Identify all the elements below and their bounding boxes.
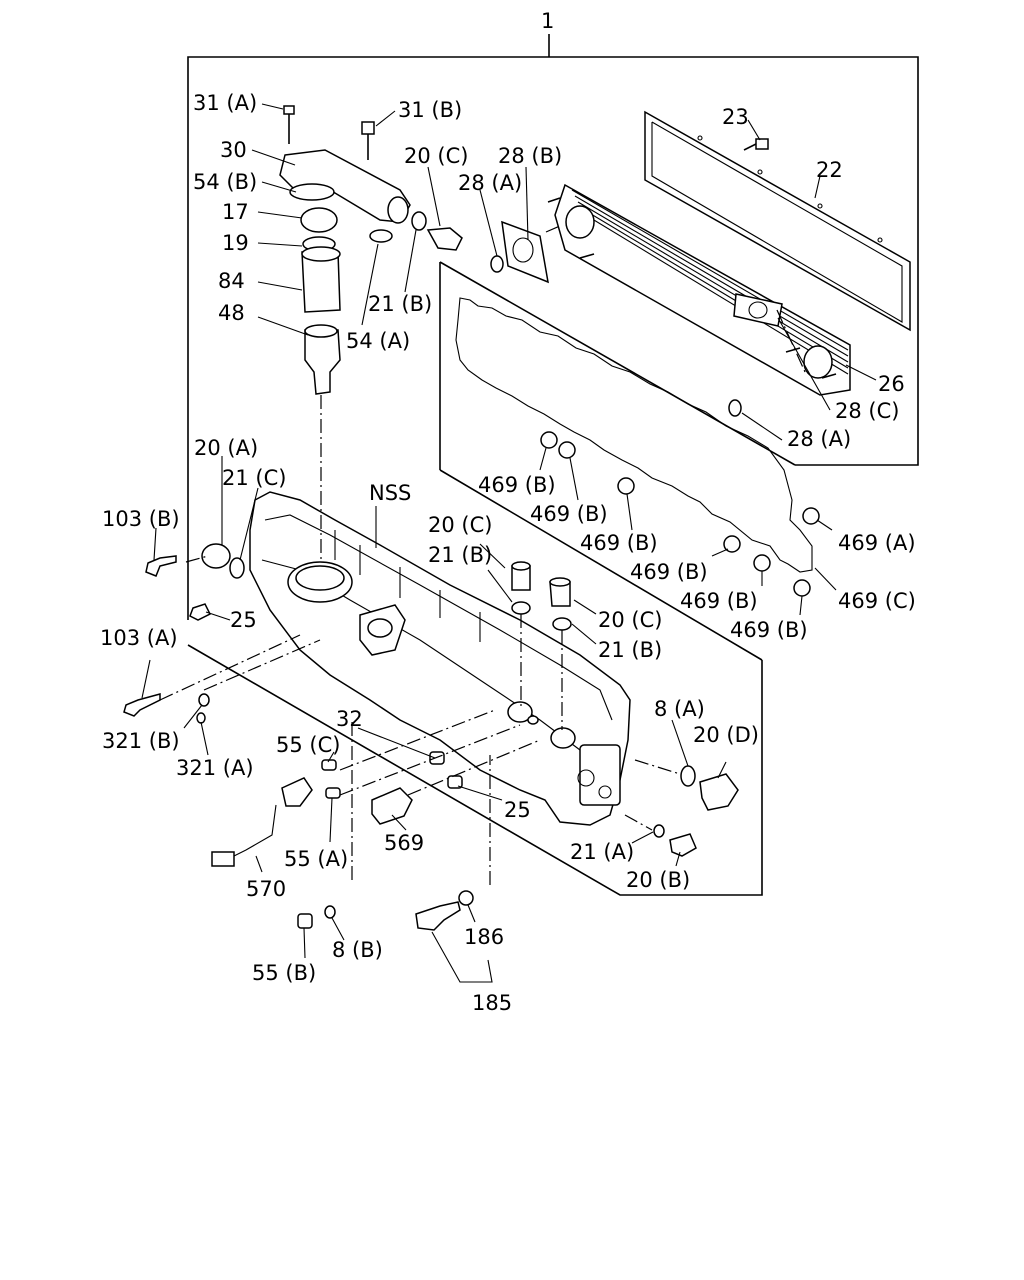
callout-label: 321 (B) — [102, 729, 180, 753]
bolt-23 — [743, 138, 769, 151]
callout-label: 103 (B) — [102, 507, 180, 531]
callout-label: 469 (B) — [530, 502, 608, 526]
callout-label: 469 (B) — [680, 589, 758, 613]
thermostat-stack — [279, 105, 463, 395]
callout-label: 28 (B) — [498, 144, 562, 168]
egr-cooler-26 — [547, 183, 851, 396]
callout-label: 22 — [816, 158, 843, 182]
oil-cooler-housing — [249, 491, 631, 826]
nss-label: NSS — [369, 481, 411, 505]
callout-label: 8 (A) — [654, 697, 705, 721]
callout-label: 28 (A) — [787, 427, 851, 451]
assembly-label: 1 — [541, 9, 554, 33]
callout-label: 19 — [222, 231, 249, 255]
callout-label: 20 (D) — [693, 723, 759, 747]
callout-label: 30 — [220, 138, 247, 162]
cooler-cover-22 — [644, 110, 911, 332]
callout-label: 26 — [878, 372, 905, 396]
callout-label: 469 (B) — [580, 531, 658, 555]
callout-label: 469 (A) — [838, 531, 916, 555]
gasket-469 — [455, 297, 820, 597]
callout-label: 21 (A) — [570, 840, 634, 864]
gaskets-28 — [490, 220, 783, 417]
callout-label: 54 (A) — [346, 329, 410, 353]
loose-parts — [123, 543, 739, 931]
callout-label: 23 — [722, 105, 749, 129]
callout-label: 54 (B) — [193, 170, 257, 194]
callout-label: 20 (C) — [428, 513, 492, 537]
callout-label: 570 — [246, 877, 286, 901]
callout-label: 469 (B) — [630, 560, 708, 584]
callout-labels: 1 NSS 31 (A) 31 (B) 30 54 (B) 17 19 84 4… — [100, 9, 916, 1015]
callout-label: 185 — [472, 991, 512, 1015]
callout-label: 20 (C) — [404, 144, 468, 168]
callout-label: 569 — [384, 831, 424, 855]
callout-label: 20 (A) — [194, 436, 258, 460]
callout-label: 28 (A) — [458, 171, 522, 195]
callout-label: 469 (C) — [838, 589, 916, 613]
callout-label: 186 — [464, 925, 504, 949]
callout-label: 55 (B) — [252, 961, 316, 985]
callout-label: 103 (A) — [100, 626, 178, 650]
callout-label: 31 (A) — [193, 91, 257, 115]
callout-label: 28 (C) — [835, 399, 899, 423]
callout-label: 20 (C) — [598, 608, 662, 632]
callout-label: 84 — [218, 269, 245, 293]
callout-label: 17 — [222, 200, 249, 224]
callout-label: 21 (B) — [428, 543, 492, 567]
callout-label: 32 — [336, 707, 363, 731]
callout-label: 31 (B) — [398, 98, 462, 122]
assembly-bracket — [187, 34, 919, 896]
callout-label: 20 (B) — [626, 868, 690, 892]
callout-label: 25 — [504, 798, 531, 822]
callout-label: 469 (B) — [730, 618, 808, 642]
callout-label: 469 (B) — [478, 473, 556, 497]
callout-label: 55 (C) — [276, 733, 340, 757]
callout-label: 25 — [230, 608, 257, 632]
callout-label: 55 (A) — [284, 847, 348, 871]
alignment-lines — [159, 225, 806, 885]
callout-label: 21 (B) — [368, 292, 432, 316]
leader-lines — [141, 103, 877, 983]
callout-label: 321 (A) — [176, 756, 254, 780]
callout-label: 8 (B) — [332, 938, 383, 962]
callout-label: 21 (C) — [222, 466, 286, 490]
callout-label: 48 — [218, 301, 245, 325]
callout-label: 21 (B) — [598, 638, 662, 662]
